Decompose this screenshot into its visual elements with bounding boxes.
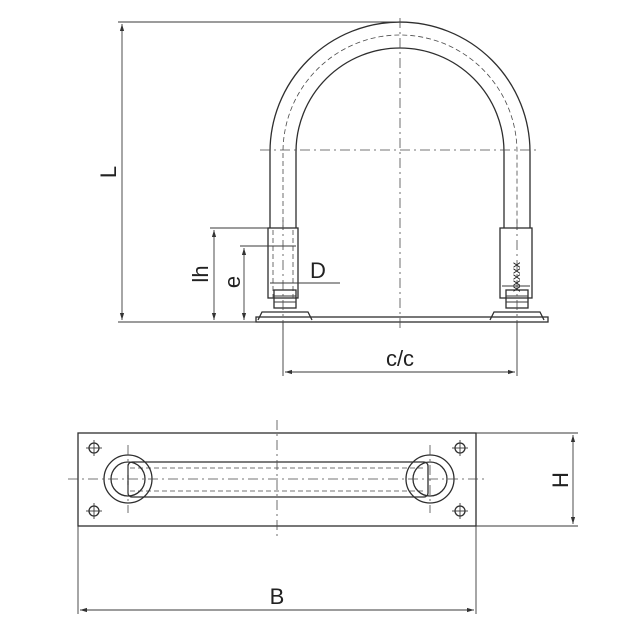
dimension-cc-label: c/c	[386, 346, 414, 371]
base-plate-side	[255, 316, 549, 323]
u-bend-inner	[295, 47, 505, 228]
front-view: xxxxx L lh e D c/c	[96, 18, 549, 376]
dimension-e-label: e	[220, 276, 245, 288]
dimension-D-label: D	[310, 258, 326, 283]
bend-top-outline	[127, 461, 429, 498]
dimension-L-label: L	[96, 166, 121, 178]
left-nut	[273, 289, 297, 309]
mounting-hole	[452, 440, 468, 456]
dimension-H-label: H	[548, 472, 573, 488]
top-view: H B	[68, 420, 578, 614]
mounting-hole	[452, 503, 468, 519]
u-bend-centerline	[282, 34, 518, 230]
thread-marking: xxxxx	[509, 262, 523, 292]
right-thread-section	[499, 227, 533, 299]
mounting-hole	[86, 503, 102, 519]
mounting-hole	[86, 440, 102, 456]
right-washer	[489, 311, 545, 321]
dimension-B-label: B	[270, 584, 285, 609]
dimension-lh-label: lh	[188, 265, 213, 282]
left-washer	[257, 311, 313, 321]
